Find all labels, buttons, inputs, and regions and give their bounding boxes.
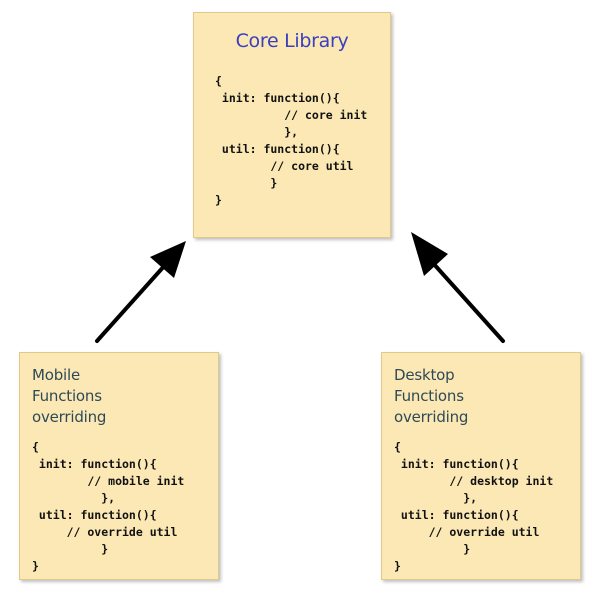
desktop-functions-box: Desktop Functions overriding { init: fun…: [381, 352, 581, 580]
title-line: overriding: [32, 408, 107, 426]
code-line: init: function(){: [394, 457, 519, 471]
title-line: Functions: [394, 387, 464, 405]
title-line: overriding: [394, 408, 469, 426]
code-line: // mobile init: [32, 474, 185, 488]
title-line: Mobile: [32, 366, 81, 384]
code-line: {: [394, 440, 401, 454]
code-line: }: [32, 542, 109, 556]
title-line: Functions: [32, 387, 102, 405]
code-line: // override util: [394, 525, 540, 539]
code-line: util: function(){: [394, 508, 519, 522]
code-line: {: [32, 440, 39, 454]
code-line: util: function(){: [32, 508, 157, 522]
code-line: // core util: [215, 159, 354, 173]
code-line: },: [394, 491, 478, 505]
mobile-functions-code: { init: function(){ // mobile init }, ut…: [32, 439, 184, 575]
arrow-mobile-to-core: [95, 241, 186, 343]
code-line: }: [394, 559, 401, 573]
mobile-functions-title: Mobile Functions overriding: [32, 365, 106, 428]
code-line: init: function(){: [32, 457, 157, 471]
code-line: util: function(){: [215, 142, 340, 156]
core-library-box: Core Library { init: function(){ // core…: [193, 12, 391, 238]
core-library-title: Core Library: [235, 30, 349, 52]
core-library-code: { init: function(){ // core init }, util…: [215, 73, 367, 209]
code-line: }: [215, 193, 222, 207]
desktop-functions-code: { init: function(){ // desktop init }, u…: [394, 439, 553, 575]
code-line: }: [394, 542, 471, 556]
desktop-functions-title: Desktop Functions overriding: [394, 365, 468, 428]
code-line: },: [215, 125, 299, 139]
code-line: // desktop init: [394, 474, 554, 488]
code-line: init: function(){: [215, 91, 340, 105]
code-line: }: [215, 176, 278, 190]
title-line: Desktop: [394, 366, 455, 384]
mobile-functions-box: Mobile Functions overriding { init: func…: [19, 352, 219, 580]
arrow-desktop-to-core: [411, 232, 505, 343]
code-line: // core init: [215, 108, 368, 122]
code-line: {: [215, 74, 222, 88]
code-line: },: [32, 491, 116, 505]
code-line: }: [32, 559, 39, 573]
code-line: // override util: [32, 525, 178, 539]
